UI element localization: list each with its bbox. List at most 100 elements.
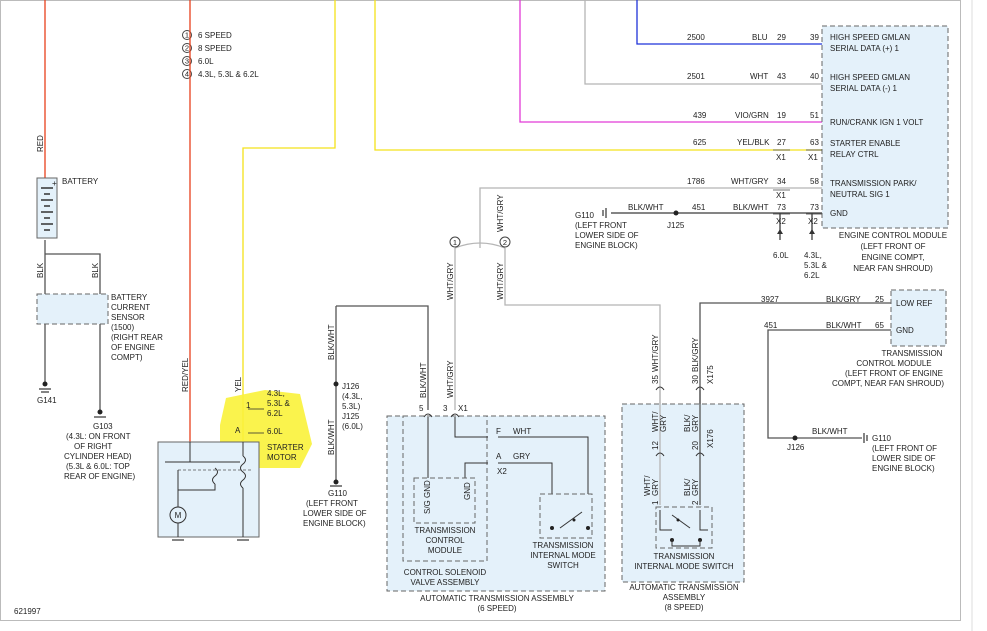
tcm8-wire-blkgry: BLK/GRY xyxy=(826,295,861,304)
battery-label: BATTERY xyxy=(62,177,99,186)
ecm-wire-color-wht-gry: WHT/GRY xyxy=(731,177,769,186)
battery-wire-blk-left: BLK xyxy=(36,262,45,278)
ecm-circuit-625: 625 xyxy=(693,138,707,147)
ecm-label-park-1: TRANSMISSION PARK/ xyxy=(830,179,917,188)
trans6-callout-2 xyxy=(499,236,511,248)
g110-right-note-1: (LEFT FRONT OF xyxy=(872,444,937,453)
tcm8-title-1: TRANSMISSION xyxy=(882,349,943,358)
legend-num-4: 4 xyxy=(185,70,189,79)
ecm-variant-6-0l: 6.0L xyxy=(773,251,789,260)
battery: RED + BATTERY BLK BLK BATTERY CURRENT SE… xyxy=(36,135,163,481)
ecm-label-gmlan-minus-1: HIGH SPEED GMLAN xyxy=(830,73,910,82)
g110-middle: J125 BLK/WHT G110 (LEFT FRONT LOWER SIDE… xyxy=(575,203,685,250)
trans6-switch-blade xyxy=(559,511,583,529)
tcm8-label-gnd: GND xyxy=(896,326,914,335)
legend-num-3: 3 xyxy=(185,57,189,66)
starter-conn1-2: 5.3L & xyxy=(267,399,290,408)
g110-mid-note-3: ENGINE BLOCK) xyxy=(575,241,638,250)
g103-note-5: REAR OF ENGINE) xyxy=(64,472,135,481)
trans6-assy-label-1: AUTOMATIC TRANSMISSION ASSEMBLY xyxy=(420,594,574,603)
trans6-f-wire-label: WHT xyxy=(513,427,531,436)
ecm-pin-39: 39 xyxy=(810,33,819,42)
trans8-b-a-2: GRY xyxy=(691,414,700,432)
trans8-pin-12: 12 xyxy=(651,441,660,450)
trans6-switch-contact-2 xyxy=(586,526,590,530)
blk-wht-wire-tcm-gnd xyxy=(336,305,429,410)
trans6-gnd: GND xyxy=(463,482,472,500)
ecm-label-starter-1: STARTER ENABLE xyxy=(830,139,900,148)
trans8-pin-2: 2 xyxy=(691,500,700,505)
trans6-pin-f: F xyxy=(496,427,501,436)
ecm-label-gmlan-plus-2: SERIAL DATA (+) 1 xyxy=(830,44,900,53)
trans6-csv-label-2: VALVE ASSEMBLY xyxy=(411,578,481,587)
trans6-csv-label-1: CONTROL SOLENOID xyxy=(404,568,487,577)
trans8-wire-whtgry: WHT/GRY xyxy=(651,334,660,372)
trans6-switch-label-1: TRANSMISSION xyxy=(533,541,594,550)
tcm8-wire-blkwht: BLK/WHT xyxy=(826,321,862,330)
j126-label-5: (6.0L) xyxy=(342,422,363,431)
g110-left-note-3: ENGINE BLOCK) xyxy=(303,519,366,528)
tcm8-module xyxy=(890,289,947,347)
ecm-wire-color-wht: WHT xyxy=(750,72,768,81)
trans6-assy-label-2: (6 SPEED) xyxy=(477,604,516,613)
starter-motor-m: M xyxy=(175,511,182,520)
battery-current-sensor xyxy=(36,293,109,325)
trans8-pin35-conn xyxy=(655,386,665,391)
yel-blk-wire-ecm xyxy=(374,0,826,151)
j126-label-1: J126 xyxy=(342,382,360,391)
trans8-switch-label-1: TRANSMISSION xyxy=(654,552,715,561)
battery-wire-red-label: RED xyxy=(36,135,45,152)
trans8-switch-bus xyxy=(671,540,701,547)
legend: 1 6 SPEED 2 8 SPEED 3 6.0L 4 4.3L, 5.3L … xyxy=(182,30,259,79)
legend-callout-2 xyxy=(182,43,192,53)
g110-left-note-1: (LEFT FRONT xyxy=(306,499,358,508)
battery-body xyxy=(36,177,58,239)
j126-label-4: J125 xyxy=(342,412,360,421)
trans8-w-b-2: GRY xyxy=(651,478,660,496)
sensor-label-6: OF ENGINE xyxy=(111,343,155,352)
ecm-pin-73-a: 73 xyxy=(777,203,786,212)
trans8-assy-label-1: AUTOMATIC TRANSMISSION xyxy=(629,583,739,592)
trans8-switch-wire-2 xyxy=(699,510,708,531)
g103-note-4: (5.3L & 6.0L: TOP xyxy=(66,462,130,471)
sensor-label-4: (1500) xyxy=(111,323,134,332)
j126-label-3: 5.3L) xyxy=(342,402,361,411)
vio-grn-wire xyxy=(519,0,826,123)
j125-label: J125 xyxy=(667,221,685,230)
trans6-callout-1-num: 1 xyxy=(453,238,457,247)
legend-text-1: 6 SPEED xyxy=(198,31,232,40)
g110-right-note-3: ENGINE BLOCK) xyxy=(872,464,935,473)
g103-note-3: CYLINDER HEAD) xyxy=(64,452,132,461)
trans-8-speed: WHT/GRY BLK/GRY 35 30 X175 WHT/ GRY BLK/… xyxy=(621,334,745,612)
trans6-x1: X1 xyxy=(458,404,468,413)
tcm8-pin-25: 25 xyxy=(875,295,884,304)
trans6-sig-gnd: S/G GND xyxy=(423,480,432,514)
g141-label: G141 xyxy=(37,396,57,405)
trans6-callout-1 xyxy=(449,236,461,248)
ecm-pin-63: 63 xyxy=(810,138,819,147)
legend-num-2: 2 xyxy=(185,44,189,53)
trans8-x175: X175 xyxy=(706,365,715,384)
ecm-variant-arrowhead-left xyxy=(777,229,783,234)
ecm-variant-4-3l-3: 6.2L xyxy=(804,271,820,280)
ecm-title-2: (LEFT FRONT OF xyxy=(860,242,925,251)
ecm-circuit-439: 439 xyxy=(693,111,707,120)
trans8-switch-pivot xyxy=(676,518,680,522)
trans8-b-a-1: BLK/ xyxy=(683,414,692,432)
trans8-pin-35: 35 xyxy=(651,375,660,384)
trans8-pin30-conn xyxy=(695,386,705,391)
ecm-pin-29: 29 xyxy=(777,33,786,42)
j126-splice-left xyxy=(333,381,339,387)
legend-callout-1 xyxy=(182,30,192,40)
trans8-b-b-1: BLK/ xyxy=(683,478,692,496)
trans6-switch-wire-f xyxy=(498,436,589,494)
ecm-pin-19: 19 xyxy=(777,111,786,120)
legend-text-4: 4.3L, 5.3L & 6.2L xyxy=(198,70,259,79)
wht-wire-gmlan xyxy=(584,0,826,85)
ecm-circuit-2501: 2501 xyxy=(687,72,705,81)
trans8-switch-wire-1 xyxy=(659,510,672,531)
starter-wire-yel: YEL xyxy=(234,376,243,392)
sensor-label-1: BATTERY xyxy=(111,293,148,302)
g103-note-2: OF RIGHT xyxy=(74,442,112,451)
